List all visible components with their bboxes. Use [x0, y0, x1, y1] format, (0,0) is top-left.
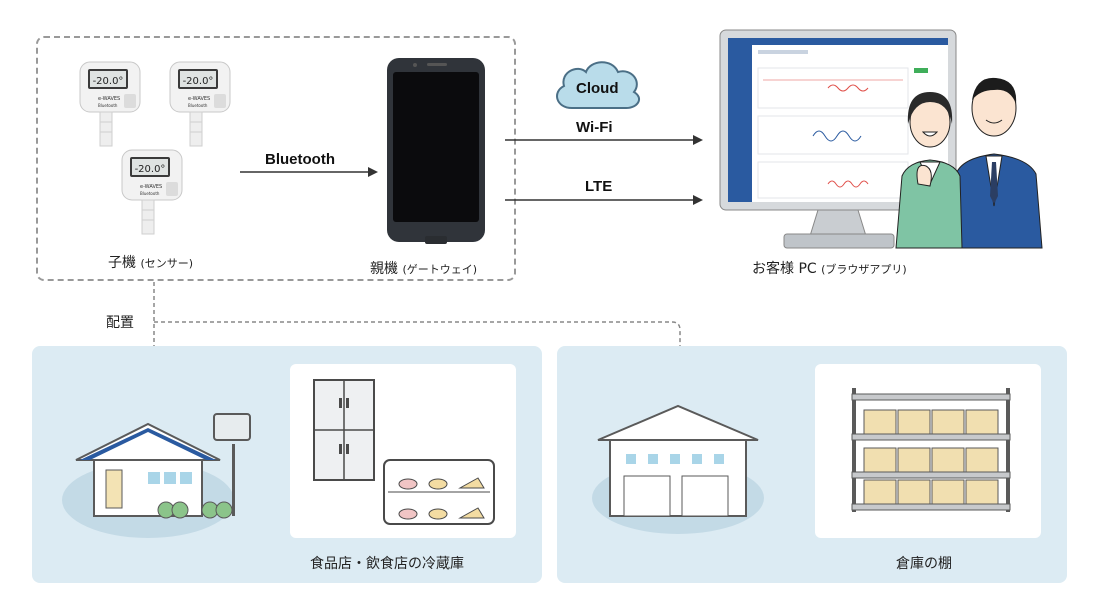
- smartphone-gateway: [387, 58, 485, 244]
- store-label: 食品店・飲食店の冷蔵庫: [310, 556, 464, 572]
- svg-text:Bluetooth: Bluetooth: [188, 103, 208, 108]
- cloud-icon: [556, 61, 641, 109]
- store-refrigerator: [313, 379, 495, 525]
- svg-text:Bluetooth: Bluetooth: [140, 191, 160, 196]
- warehouse-building: [592, 404, 764, 534]
- customer-pc-monitor: [719, 29, 957, 249]
- cloud-label: Cloud: [576, 80, 619, 97]
- staff-illustration: [895, 77, 1043, 249]
- wifi-label: Wi-Fi: [576, 119, 613, 136]
- parent-device-subtitle: (ゲートウェイ): [402, 263, 478, 276]
- sensor-2: -20.0° e-WAVES Bluetooth: [169, 61, 231, 147]
- store-building: [62, 413, 251, 538]
- sensor-3: -20.0° e-WAVES Bluetooth: [121, 149, 183, 235]
- customer-pc-label: お客様 PC (ブラウザアプリ): [752, 258, 907, 278]
- placement-label: 配置: [106, 315, 134, 331]
- device-group-box: [36, 36, 516, 281]
- svg-text:-20.0°: -20.0°: [93, 76, 124, 87]
- child-device-title: 子機: [108, 255, 136, 271]
- parent-device-title: 親機: [370, 261, 398, 277]
- svg-text:e-WAVES: e-WAVES: [98, 96, 120, 102]
- customer-pc-title: お客様 PC: [752, 261, 817, 277]
- svg-text:Bluetooth: Bluetooth: [98, 103, 118, 108]
- lte-label: LTE: [585, 178, 613, 195]
- child-device-label: 子機 (センサー): [108, 252, 193, 272]
- warehouse-label: 倉庫の棚: [896, 556, 952, 572]
- lte-arrow: [505, 195, 703, 205]
- wifi-arrow: [505, 135, 703, 145]
- svg-text:e-WAVES: e-WAVES: [140, 184, 162, 190]
- bluetooth-arrow: [240, 167, 378, 177]
- sensor-1: -20.0° e-WAVES Bluetooth: [79, 61, 141, 147]
- svg-text:e-WAVES: e-WAVES: [188, 96, 210, 102]
- parent-device-label: 親機 (ゲートウェイ): [370, 258, 477, 278]
- customer-pc-subtitle: (ブラウザアプリ): [821, 263, 907, 276]
- svg-text:-20.0°: -20.0°: [135, 164, 166, 175]
- bluetooth-label: Bluetooth: [265, 151, 335, 168]
- warehouse-shelf: [851, 388, 1011, 512]
- child-device-subtitle: (センサー): [140, 257, 194, 270]
- svg-text:-20.0°: -20.0°: [183, 76, 214, 87]
